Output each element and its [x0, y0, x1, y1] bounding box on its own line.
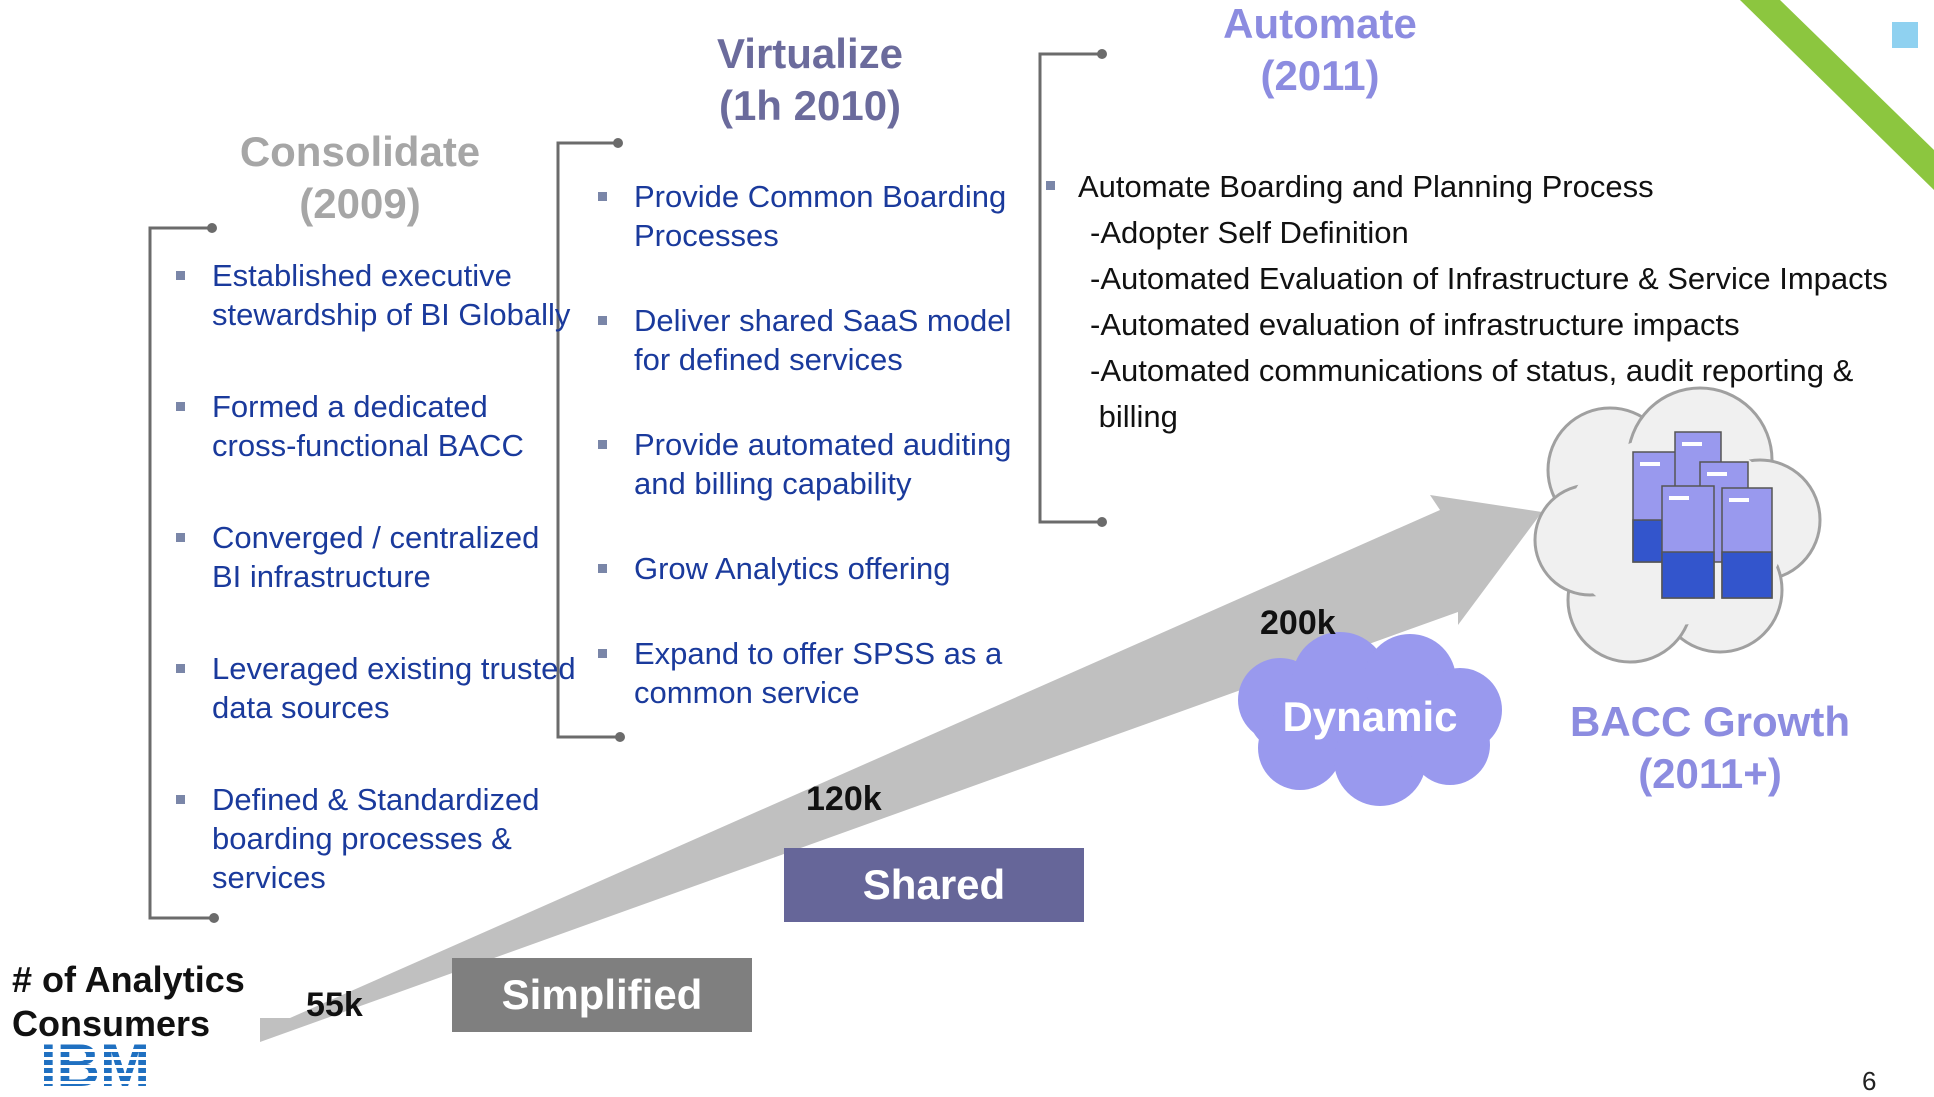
list-item: Provide Common Boarding Processes [598, 177, 1038, 255]
bullet-icon [598, 564, 607, 573]
automate-main-bullet: Automate Boarding and Planning Process [1046, 164, 1654, 210]
dynamic-cloud-shape [1238, 632, 1502, 806]
automate-sub-item: -Automated Evaluation of Infrastructure … [1090, 261, 1888, 296]
list-item: Leveraged existing trusted data sources [176, 649, 576, 727]
automate-bracket [1038, 52, 1102, 524]
list-item: Grow Analytics offering [598, 549, 1038, 588]
corner-square [1892, 22, 1918, 48]
bullet-icon [176, 664, 185, 673]
automate-sub-item: -Automated communications of status, aud… [1090, 353, 1854, 388]
page-number: 6 [1862, 1066, 1877, 1096]
list-item: Converged / centralized BI infrastructur… [176, 518, 576, 596]
axis-label: # of Analytics Consumers [12, 959, 245, 1044]
automate-sub-item: -Adopter Self Definition [1090, 215, 1409, 250]
ibm-logo-icon: IBM [40, 1032, 150, 1097]
server-cloud-icon [1533, 386, 1822, 664]
bullet-icon [176, 402, 185, 411]
bullet-icon [176, 271, 185, 280]
accent-stripe [1740, 0, 1934, 190]
consolidate-title: Consolidate (2009) [239, 128, 481, 227]
bullet-icon [1046, 181, 1055, 190]
count-label: 55k [306, 986, 363, 1024]
consolidate-bracket [148, 226, 214, 920]
list-item: Defined & Standardized boarding processe… [176, 780, 576, 897]
list-item: Expand to offer SPSS as a common service [598, 634, 1038, 712]
dynamic-label: Dynamic [1282, 693, 1458, 740]
virtualize-bullets: Provide Common Boarding Processes Delive… [598, 177, 1038, 712]
automate-sub-item: -Automated evaluation of infrastructure … [1090, 307, 1740, 342]
bacc-growth-label: BACC Growth (2011+) [1570, 698, 1850, 797]
logo-text: IBM [40, 1036, 150, 1088]
list-item: Formed a dedicated cross-functional BACC [176, 387, 576, 465]
shared-label: Shared [784, 848, 1084, 922]
list-item: Established executive stewardship of BI … [176, 256, 576, 334]
growth-arrow [260, 495, 1542, 1042]
list-item: Deliver shared SaaS model for defined se… [598, 301, 1038, 379]
bullet-icon [176, 795, 185, 804]
consolidate-bullets: Established executive stewardship of BI … [176, 256, 576, 897]
simplified-label: Simplified [452, 958, 752, 1032]
bullet-icon [598, 316, 607, 325]
list-item: Provide automated auditing and billing c… [598, 425, 1038, 503]
bullet-icon [598, 649, 607, 658]
bullet-icon [598, 192, 607, 201]
count-label: 120k [806, 780, 882, 818]
virtualize-bracket [556, 141, 620, 739]
automate-title: Automate (2011) [1223, 0, 1417, 99]
bullet-icon [176, 533, 185, 542]
count-label: 200k [1260, 604, 1336, 642]
virtualize-title: Virtualize (1h 2010) [717, 30, 903, 129]
automate-sub-item: billing [1090, 399, 1178, 434]
bullet-icon [598, 440, 607, 449]
ibm-logo: IBM [40, 1032, 180, 1097]
